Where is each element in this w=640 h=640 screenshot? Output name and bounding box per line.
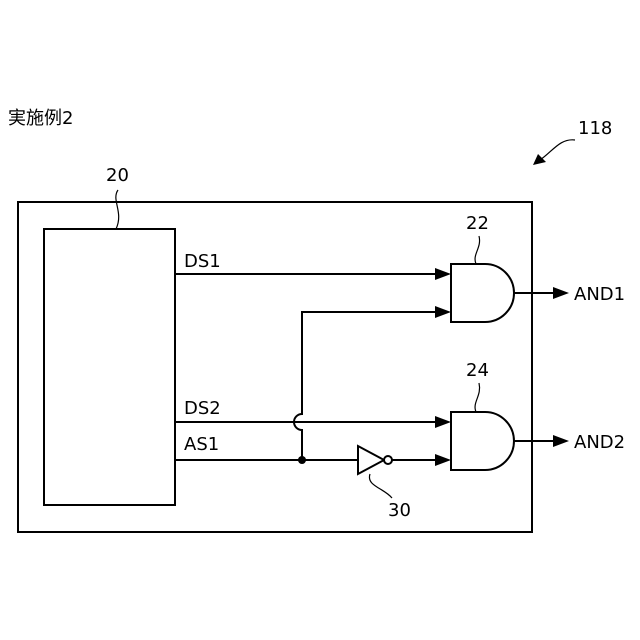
and2-label: AND2 (574, 432, 625, 453)
and1-label: AND1 (574, 284, 625, 305)
gate-bottom-ref-label: 24 (466, 360, 489, 381)
ds1-label: DS1 (184, 251, 221, 272)
junction-dot (298, 456, 306, 464)
gate-top-ref-label: 22 (466, 213, 489, 234)
inverter-ref-label: 30 (388, 500, 411, 521)
block-ref-label: 20 (106, 165, 129, 186)
gate-top-ref-leader (475, 236, 480, 264)
block-ref-leader (116, 190, 119, 229)
signal-block (44, 229, 175, 505)
figure-ref-label: 118 (578, 118, 612, 139)
inverter-ref-leader (369, 474, 392, 498)
as1-branch-wire (294, 312, 440, 460)
and-gate-bottom (451, 412, 514, 470)
ds2-arrowhead (435, 416, 451, 428)
embodiment-heading: 実施例2 (8, 108, 73, 129)
gate-bottom-ref-leader (475, 383, 480, 412)
as1-label: AS1 (184, 434, 219, 455)
inverter (358, 446, 384, 474)
ds2-label: DS2 (184, 398, 221, 419)
ds1-arrowhead (435, 268, 451, 280)
and2-arrowhead (553, 435, 569, 447)
and1-arrowhead (553, 287, 569, 299)
figure-ref-leader (540, 140, 575, 160)
inverter-output-arrowhead (435, 454, 451, 466)
and-gate-top (451, 264, 514, 322)
inverter-bubble (384, 456, 392, 464)
as1-branch-arrowhead (435, 306, 451, 318)
figure-ref-arrowhead (533, 154, 546, 165)
